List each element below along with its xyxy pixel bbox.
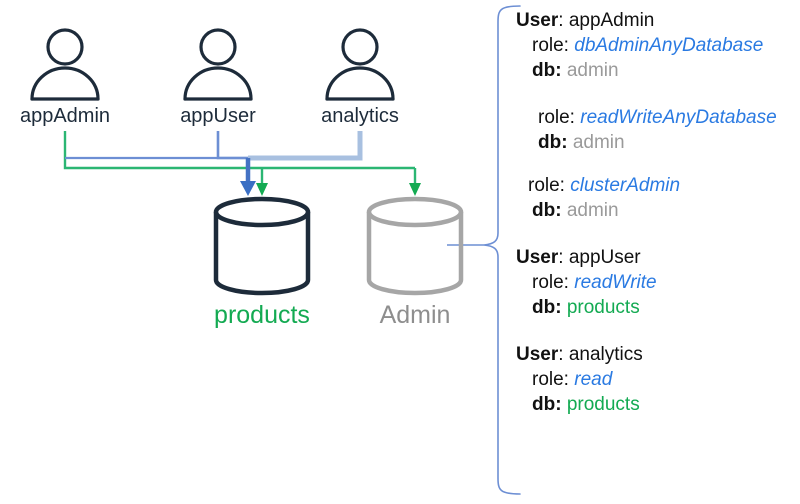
connector-appadmin-green bbox=[63, 131, 421, 196]
database-products[interactable]: products bbox=[172, 196, 352, 330]
block-spacer bbox=[516, 155, 800, 173]
roles-brace bbox=[447, 5, 521, 495]
user-label: appAdmin bbox=[19, 105, 111, 127]
block-spacer bbox=[516, 320, 800, 342]
db-value: admin bbox=[572, 132, 625, 153]
role-key: role: bbox=[528, 175, 565, 196]
colon: : bbox=[558, 10, 564, 31]
role-line: role: read bbox=[516, 367, 800, 392]
db-line: db: products bbox=[516, 392, 800, 417]
role-value: clusterAdmin bbox=[570, 175, 681, 196]
role-value: read bbox=[574, 369, 613, 390]
db-value: products bbox=[566, 394, 640, 415]
role-block-appadmin-clusteradmin: role: clusterAdmin db: admin bbox=[516, 173, 800, 223]
colon: : bbox=[558, 344, 564, 365]
user-label: analytics bbox=[321, 105, 399, 127]
connector-blue-bus bbox=[65, 156, 256, 196]
user-appUser[interactable]: appUser bbox=[158, 22, 278, 128]
user-line: User: appAdmin bbox=[516, 8, 800, 33]
user-appAdmin[interactable]: appAdmin bbox=[5, 22, 125, 128]
db-key: db: bbox=[532, 394, 562, 415]
role-block-appuser: User: appUser role: readWrite db: produc… bbox=[516, 245, 800, 320]
db-value: admin bbox=[566, 60, 619, 81]
role-block-appadmin-dbadmin: User: appAdmin role: dbAdminAnyDatabase … bbox=[516, 8, 800, 83]
database-admin[interactable]: Admin bbox=[325, 196, 505, 330]
role-key: role: bbox=[538, 107, 575, 128]
user-line: User: analytics bbox=[516, 342, 800, 367]
role-block-appadmin-readwrite: role: readWriteAnyDatabase db: admin bbox=[516, 105, 800, 155]
user-key: User bbox=[516, 10, 559, 31]
role-value: readWrite bbox=[574, 272, 657, 293]
role-line: role: dbAdminAnyDatabase bbox=[516, 33, 800, 58]
db-line: db: products bbox=[516, 295, 800, 320]
database-cylinder-icon bbox=[213, 196, 311, 296]
db-line: db: admin bbox=[516, 130, 800, 155]
user-icon bbox=[183, 28, 253, 101]
role-key: role: bbox=[532, 369, 569, 390]
role-line: role: clusterAdmin bbox=[516, 173, 800, 198]
db-line: db: admin bbox=[516, 58, 800, 83]
db-value: admin bbox=[566, 200, 619, 221]
connector-appuser-blue bbox=[216, 131, 248, 160]
role-line: role: readWriteAnyDatabase bbox=[516, 105, 800, 130]
roles-panel: User: appAdmin role: dbAdminAnyDatabase … bbox=[516, 8, 800, 417]
database-label: products bbox=[214, 301, 310, 329]
user-name: appAdmin bbox=[568, 10, 655, 31]
role-key: role: bbox=[532, 35, 569, 56]
user-label: appUser bbox=[180, 105, 256, 127]
user-line: User: appUser bbox=[516, 245, 800, 270]
user-key: User bbox=[516, 344, 559, 365]
user-key: User bbox=[516, 247, 559, 268]
database-cylinder-icon bbox=[366, 196, 464, 296]
user-name: analytics bbox=[568, 344, 643, 365]
user-icon bbox=[30, 28, 100, 101]
database-label: Admin bbox=[379, 301, 451, 329]
colon: : bbox=[558, 247, 564, 268]
role-value: readWriteAnyDatabase bbox=[580, 107, 777, 128]
db-line: db: admin bbox=[516, 198, 800, 223]
db-key: db: bbox=[532, 60, 562, 81]
block-spacer bbox=[516, 83, 800, 105]
db-key: db: bbox=[538, 132, 568, 153]
role-line: role: readWrite bbox=[516, 270, 800, 295]
db-key: db: bbox=[532, 200, 562, 221]
role-value: dbAdminAnyDatabase bbox=[574, 35, 764, 56]
role-key: role: bbox=[532, 272, 569, 293]
block-spacer bbox=[516, 223, 800, 245]
user-analytics[interactable]: analytics bbox=[300, 22, 420, 128]
role-block-analytics: User: analytics role: read db: products bbox=[516, 342, 800, 417]
user-icon bbox=[325, 28, 395, 101]
db-key: db: bbox=[532, 297, 562, 318]
user-name: appUser bbox=[568, 247, 641, 268]
connector-analytics-lightblue bbox=[248, 131, 363, 161]
db-value: products bbox=[566, 297, 640, 318]
